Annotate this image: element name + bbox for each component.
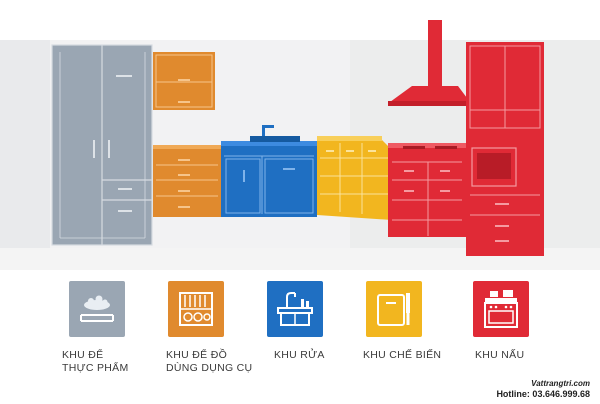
zone-label-tools-line2: DÙNG DỤNG CỤ — [166, 362, 253, 374]
zone-label-cook: KHU NẤU — [475, 349, 585, 362]
brand-block: Vattrangtri.com Hotline: 03.646.999.68 — [496, 379, 590, 399]
zone-label-tools: KHU ĐỂ ĐỒ DÙNG DỤNG CỤ — [166, 349, 276, 375]
zone-label-prep-line1: KHU CHẾ BIẾN — [363, 349, 442, 361]
zone-label-prep: KHU CHẾ BIẾN — [363, 349, 473, 362]
cook-area-cabinet — [388, 20, 544, 256]
zone-tools — [151, 281, 241, 337]
wash-sink-cabinet — [221, 125, 317, 217]
zone-label-cook-line1: KHU NẤU — [475, 349, 525, 361]
zone-label-food-line2: THỰC PHẨM — [62, 362, 129, 374]
zone-label-food: KHU ĐỂ THỰC PHẨM — [62, 349, 172, 375]
zone-label-tools-line1: KHU ĐỂ ĐỒ — [166, 349, 228, 361]
zone-wash — [250, 281, 340, 337]
left-wall — [0, 40, 50, 265]
stove-oven-icon — [473, 281, 529, 337]
prep-corner-cabinet — [317, 136, 392, 220]
brand-site: Vattrangtri.com — [531, 379, 590, 388]
floor — [0, 248, 600, 270]
sink-faucet-icon — [267, 281, 323, 337]
zone-prep — [349, 281, 439, 337]
brand-hotline: Hotline: 03.646.999.68 — [496, 389, 590, 399]
cutting-board-knife-icon — [366, 281, 422, 337]
tools-upper-cabinet — [153, 52, 215, 110]
zone-label-wash: KHU RỬA — [274, 349, 384, 362]
zone-label-food-line1: KHU ĐỂ — [62, 349, 104, 361]
food-storage-icon — [69, 281, 125, 337]
food-storage-cabinet — [51, 44, 153, 246]
kitchen-illustration — [0, 20, 600, 270]
zone-food-storage — [52, 281, 142, 337]
zone-cook — [456, 281, 546, 337]
zone-label-wash-line1: KHU RỬA — [274, 349, 325, 361]
tools-base-cabinet — [153, 145, 221, 217]
dish-rack-icon — [168, 281, 224, 337]
